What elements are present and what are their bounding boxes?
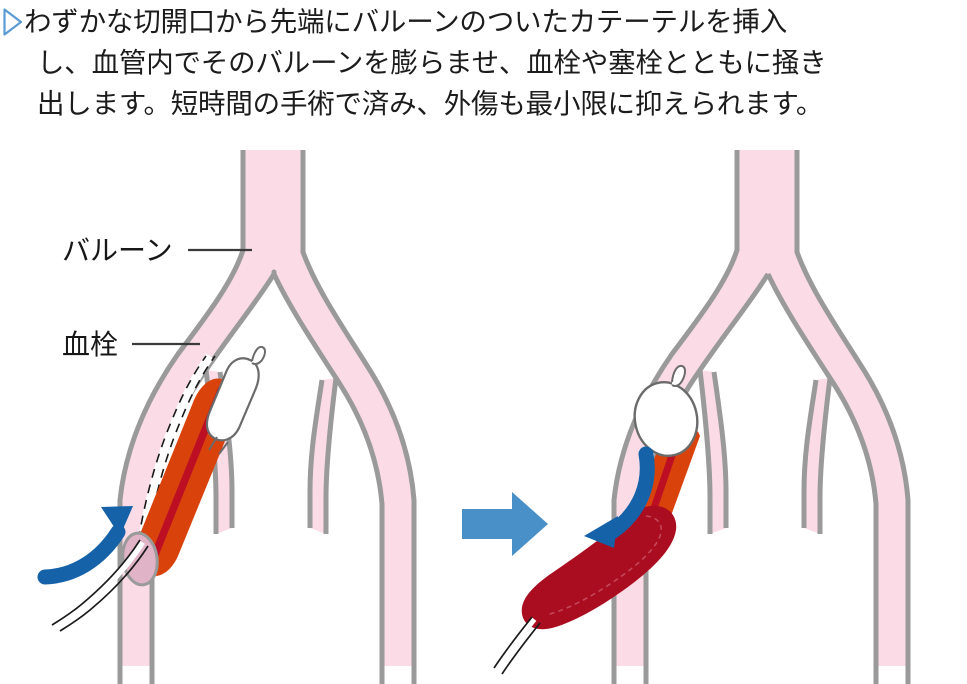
caption-line-1: わずかな切開口から先端にバルーンのついたカテーテルを挿入 [24,6,788,38]
right-outer-wall [300,150,417,684]
right-outer-wall-right [794,150,911,684]
thrombus-label: 血栓 [62,328,118,361]
right-iliac-fill-right [768,252,908,666]
balloon-catheter-thrombectomy-illustration: バルーン 血栓 [37,150,911,684]
right-branch-wall-b-right [801,379,819,528]
step-arrow-right [462,492,548,556]
right-branch-wall-a [323,377,339,534]
left-outer-wall-right [611,150,740,684]
left-outer-wall [117,150,246,684]
vessel-anatomy-right [611,150,911,684]
right-branch-wall-b [307,379,325,528]
caption-line-3: 出します。短時間の手術で済み、外傷も最小限に抑えられます。 [37,88,824,120]
right-iliac-fill [274,252,414,666]
left-iliac-fill-right [614,150,797,666]
balloon-label-group: バルーン [62,234,252,267]
catheter-external-tail-right [493,616,541,675]
triangle-right-outline-icon [2,7,24,37]
inflated-balloon [633,364,699,457]
extracted-clot [521,505,677,630]
insertion-arrow [37,506,133,585]
catheter-external-tail [51,539,149,632]
balloon-label: バルーン [62,234,173,267]
caption-text: わずかな切開口から先端にバルーンのついたカテーテルを挿入 し、血管内でそのバルー… [24,2,963,125]
retrieval-arrow [584,446,655,548]
caption-row: わずかな切開口から先端にバルーンのついたカテーテルを挿入 し、血管内でそのバルー… [2,2,963,125]
left-iliac-fill [120,150,303,666]
thrombus-retrieval-panel [493,150,911,684]
figure-area: バルーン 血栓 [0,132,967,684]
left-branch-wall-b-right [711,371,729,528]
thrombus-label-group: 血栓 [62,328,200,361]
caption-block: わずかな切開口から先端にバルーンのついたカテーテルを挿入 し、血管内でそのバルー… [0,0,967,132]
left-branch-wall-a-right [697,369,713,534]
deflated-balloon [205,345,266,455]
caption-line-2: し、血管内でそのバルーンを膨らませ、血栓や塞栓とともに掻き [37,47,827,79]
vessel-anatomy [117,150,417,684]
right-branch-wall-a-right [817,377,833,534]
catheter-insertion-panel: バルーン 血栓 [37,150,417,684]
